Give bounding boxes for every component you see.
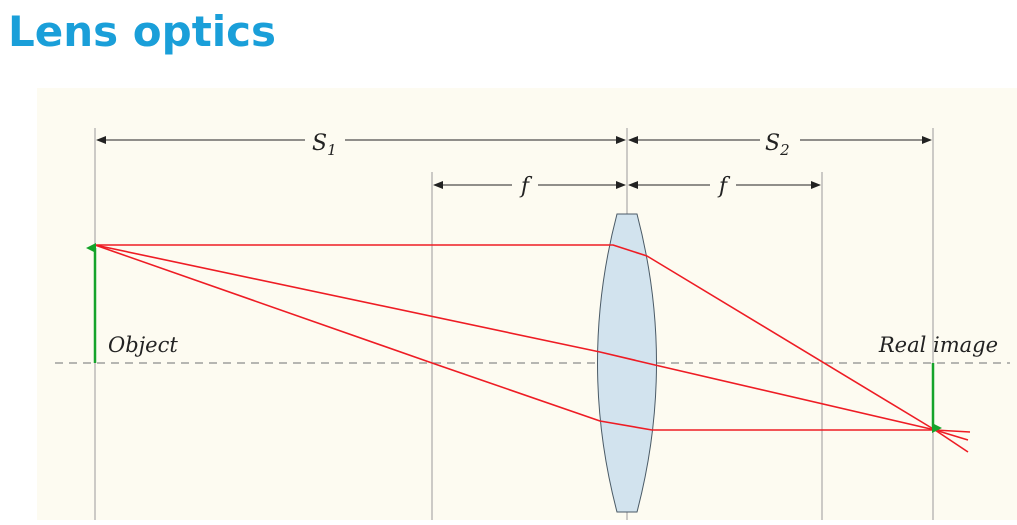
diagram-panel bbox=[37, 88, 1017, 520]
center-ray bbox=[94, 244, 969, 441]
biconvex-lens bbox=[597, 213, 657, 513]
s2-label: S2 bbox=[765, 131, 790, 159]
page-title: Lens optics bbox=[8, 7, 277, 56]
parallel-ray bbox=[95, 244, 969, 453]
real-image-label: Real image bbox=[878, 333, 998, 357]
s1-label: S1 bbox=[312, 131, 337, 159]
object-label: Object bbox=[108, 333, 178, 357]
